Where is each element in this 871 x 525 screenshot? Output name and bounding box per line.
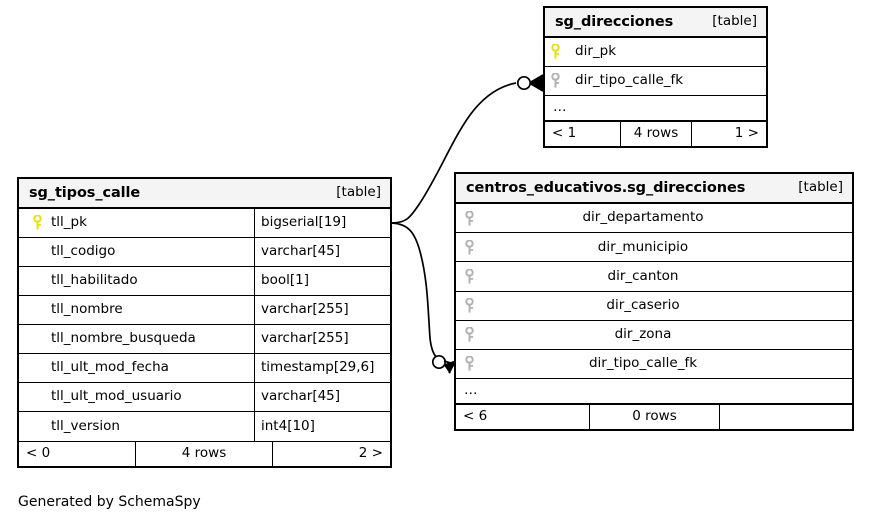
footer-row-count: 4 rows: [620, 122, 691, 146]
table-row[interactable]: dir_caserio: [456, 292, 852, 321]
foreign-key-icon: [456, 204, 482, 233]
column-label: dir_municipio: [597, 238, 689, 255]
table-kind-label: [table]: [336, 184, 381, 201]
table-row[interactable]: dir_pk: [545, 38, 766, 67]
column-label: tll_codigo: [51, 243, 116, 260]
more-columns-indicator: …: [545, 96, 766, 121]
table-row[interactable]: tll_nombre_busqueda varchar[255]: [19, 325, 390, 354]
table-row[interactable]: dir_departamento: [456, 204, 852, 234]
table-row[interactable]: dir_tipo_calle_fk: [456, 350, 852, 380]
column-label: tll_habilitado: [51, 272, 138, 289]
footer-parents-count[interactable]: < 6: [463, 408, 488, 425]
column-name: tll_version: [19, 412, 254, 441]
column-type: timestamp[29,6]: [254, 354, 390, 382]
cardinality-zero-circle: [516, 75, 532, 91]
table-kind-label: [table]: [712, 13, 757, 30]
more-columns-indicator: …: [456, 379, 852, 405]
foreign-key-icon: [456, 350, 482, 379]
table-row[interactable]: dir_tipo_calle_fk: [545, 67, 766, 96]
column-name: dir_tipo_calle_fk: [565, 67, 766, 95]
column-name: dir_canton: [456, 262, 852, 290]
column-type: varchar[45]: [254, 238, 390, 266]
footer-children-count[interactable]: 1 >: [691, 122, 766, 146]
footer-row-count: 0 rows: [589, 405, 719, 430]
column-name: tll_nombre_busqueda: [19, 325, 254, 353]
column-type: int4[10]: [254, 412, 390, 441]
table-kind-label: [table]: [798, 179, 843, 196]
primary-key-icon: [545, 38, 565, 66]
column-label: tll_ult_mod_usuario: [51, 388, 182, 405]
table-row[interactable]: tll_version int4[10]: [19, 412, 390, 441]
table-title: centros_educativos.sg_direcciones: [466, 179, 746, 196]
relationship-edge-tipos-calle-to-centros-direcciones: [391, 222, 455, 374]
column-type: varchar[45]: [254, 383, 390, 411]
foreign-key-icon: [456, 292, 482, 321]
foreign-key-icon: [456, 262, 482, 291]
column-label: dir_departamento: [582, 209, 704, 226]
column-name: tll_nombre: [19, 296, 254, 324]
column-name: dir_caserio: [456, 292, 852, 320]
column-label: tll_nombre: [51, 301, 123, 318]
table-columns: dir_pk dir_tipo_calle_fk …: [545, 38, 766, 121]
column-label: dir_canton: [607, 267, 679, 284]
table-footer: < 6 0 rows: [456, 404, 852, 430]
table-columns: dir_departamento dir_municipio: [456, 204, 852, 405]
column-label: tll_pk: [51, 214, 87, 231]
column-name: tll_codigo: [19, 238, 254, 266]
column-type: varchar[255]: [254, 296, 390, 324]
column-type: bool[1]: [254, 267, 390, 295]
table-header: sg_tipos_calle [table]: [19, 179, 390, 209]
foreign-key-icon: [545, 67, 565, 95]
table-footer: < 0 4 rows 2 >: [19, 441, 390, 466]
column-name: tll_ult_mod_fecha: [19, 354, 254, 382]
column-name: dir_zona: [456, 321, 852, 349]
column-name: tll_pk: [19, 209, 254, 237]
column-name: dir_pk: [565, 38, 766, 66]
table-row[interactable]: tll_ult_mod_usuario varchar[45]: [19, 383, 390, 412]
footer-children-count[interactable]: [719, 405, 852, 430]
column-name: tll_habilitado: [19, 267, 254, 295]
primary-key-icon: [27, 215, 47, 231]
column-label: dir_zona: [614, 326, 672, 343]
table-row[interactable]: tll_habilitado bool[1]: [19, 267, 390, 296]
foreign-key-icon: [456, 321, 482, 350]
table-row[interactable]: tll_pk bigserial[19]: [19, 209, 390, 238]
column-type: varchar[255]: [254, 325, 390, 353]
table-footer: < 1 4 rows 1 >: [545, 121, 766, 146]
table-node-sg-direcciones[interactable]: sg_direcciones [table] dir_pk: [543, 6, 768, 148]
column-label: dir_pk: [575, 43, 617, 60]
table-row[interactable]: tll_nombre varchar[255]: [19, 296, 390, 325]
footer-parents-count[interactable]: < 0: [26, 445, 51, 462]
column-label: tll_nombre_busqueda: [51, 330, 196, 347]
table-row[interactable]: dir_canton: [456, 262, 852, 292]
column-label: dir_tipo_calle_fk: [588, 355, 698, 372]
footer-parents-count[interactable]: < 1: [552, 125, 577, 142]
table-row[interactable]: tll_codigo varchar[45]: [19, 238, 390, 267]
footer-row-count: 4 rows: [135, 442, 272, 466]
generator-caption: Generated by SchemaSpy: [18, 494, 201, 510]
column-label: dir_tipo_calle_fk: [575, 72, 684, 89]
table-header: centros_educativos.sg_direcciones [table…: [456, 174, 852, 204]
column-type: bigserial[19]: [254, 209, 390, 237]
column-name: dir_municipio: [456, 233, 852, 261]
table-row[interactable]: dir_zona: [456, 321, 852, 350]
table-node-centros-educativos-sg-direcciones[interactable]: centros_educativos.sg_direcciones [table…: [454, 172, 854, 432]
column-label: tll_ult_mod_fecha: [51, 359, 169, 376]
column-label: tll_version: [51, 417, 120, 434]
foreign-key-icon: [456, 233, 482, 262]
column-label: dir_caserio: [606, 296, 680, 313]
table-row[interactable]: tll_ult_mod_fecha timestamp[29,6]: [19, 354, 390, 383]
table-header: sg_direcciones [table]: [545, 8, 766, 38]
table-title: sg_tipos_calle: [29, 184, 141, 201]
column-name: dir_tipo_calle_fk: [456, 350, 852, 378]
table-title: sg_direcciones: [555, 13, 674, 30]
column-name: dir_departamento: [456, 204, 852, 232]
cardinality-zero-circle: [431, 354, 447, 370]
table-node-sg-tipos-calle[interactable]: sg_tipos_calle [table] tll_pk bigserial[…: [17, 177, 392, 468]
table-row[interactable]: dir_municipio: [456, 233, 852, 263]
footer-children-count[interactable]: 2 >: [272, 442, 390, 466]
column-name: tll_ult_mod_usuario: [19, 383, 254, 411]
table-columns: tll_pk bigserial[19] tll_codigo varchar[…: [19, 209, 390, 441]
